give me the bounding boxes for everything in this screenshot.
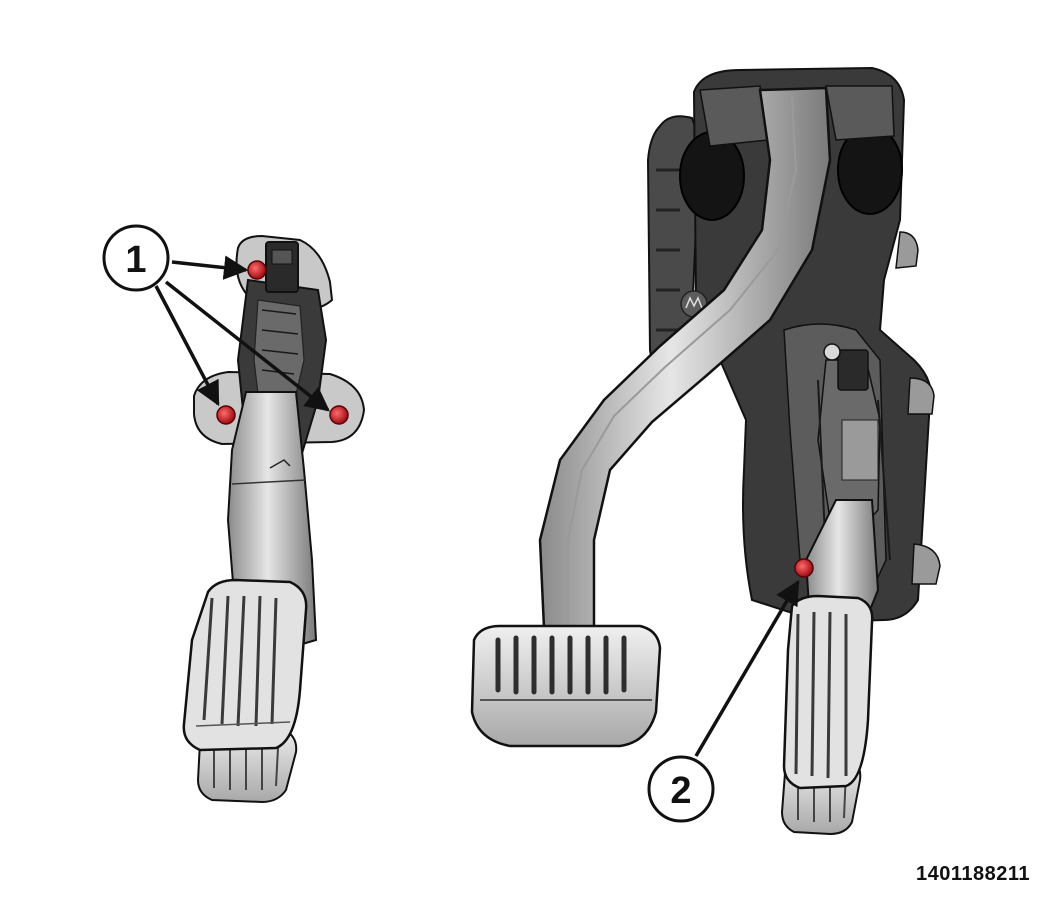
- accelerator-pedal-assembly: [182, 234, 366, 804]
- callout-circle: [647, 755, 715, 823]
- callout-label: 1: [125, 239, 146, 281]
- callout-1: 1: [102, 224, 330, 412]
- callout-label: 2: [670, 770, 691, 812]
- fastener-bolt: [216, 405, 236, 425]
- callout-circle: [102, 224, 170, 292]
- fastener-bolt: [247, 260, 267, 280]
- fastener-bolt: [794, 558, 814, 578]
- fastener-bolt: [329, 405, 349, 425]
- leader-arrow: [694, 579, 800, 757]
- callout-2: 2: [647, 579, 800, 823]
- brake-foot-pad: [470, 624, 662, 748]
- brake-pedal-assembly: [470, 66, 941, 836]
- leader-arrow: [154, 285, 220, 407]
- leader-arrow: [164, 280, 330, 412]
- figure-id: 1401188211: [915, 863, 1030, 885]
- leader-arrow: [171, 255, 249, 280]
